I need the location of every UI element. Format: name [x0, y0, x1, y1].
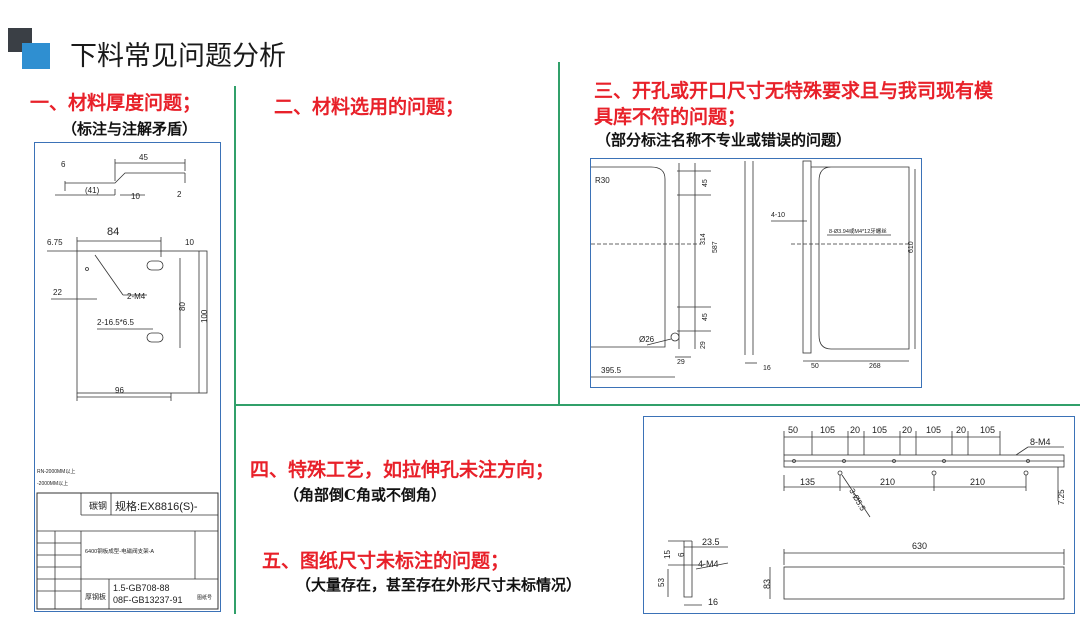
d1-tb-drawing-no: 规格:EX8816(S)-	[115, 499, 198, 513]
d1-dim-2: 2	[177, 190, 182, 199]
d1-dim-10b: 10	[185, 238, 194, 247]
d1-dim-80: 80	[178, 302, 187, 311]
drawing1-frame: 6 45 (41) 10 2 84 6.75 10 22 2-M4 80 100…	[34, 142, 221, 612]
d1-tb-part: 6400钢板成型-电磁阀支架-A	[85, 547, 154, 555]
d1-dim-84: 84	[107, 226, 119, 238]
d3-dim-45b: 45	[702, 313, 709, 321]
d1-dim-41: (41)	[85, 186, 100, 195]
d3-dim-29b: 29	[677, 359, 685, 366]
d1-dim-45: 45	[139, 153, 148, 162]
d3-dim-587: 587	[712, 241, 719, 253]
d3-dim-16: 16	[763, 365, 771, 372]
section4-note: （角部倒C角或不倒角）	[284, 486, 446, 504]
d4-dim-20a: 20	[850, 425, 860, 435]
d4-dim-105b: 105	[872, 425, 887, 435]
section5-note: （大量存在，甚至存在外形尺寸未标情况）	[296, 576, 582, 594]
d1-dim-slot: 2-16.5*6.5	[97, 318, 134, 327]
drawing4-frame: 50 105 20 105 20 105 20 105 8-M4 135 210…	[643, 416, 1075, 614]
d3-dim-395: 395.5	[601, 366, 622, 375]
d1-tb-stamp: 图纸号	[197, 594, 212, 601]
d1-tb-std2: 08F-GB13237-91	[113, 595, 183, 605]
d4-dim-16: 16	[708, 597, 718, 607]
d1-dim-6-75: 6.75	[47, 238, 63, 247]
d1-tb-std1: 1.5-GB708-88	[113, 583, 170, 593]
d3-dim-314: 314	[700, 233, 707, 245]
d4-dim-210b: 210	[970, 477, 985, 487]
section1-title: 一、材料厚度问题；	[30, 92, 202, 114]
d3-dim-screw: 8-Ø3.94或M4*12牙螺丝	[829, 227, 887, 235]
section3-title-line2: 具库不符的问题；	[594, 106, 747, 128]
d1-dim-96: 96	[115, 386, 124, 395]
section3-note: （部分标注名称不专业或错误的问题）	[596, 131, 852, 149]
d4-dim-23-5: 23.5	[702, 537, 720, 547]
section5-title: 五、图纸尺寸未标注的问题；	[262, 550, 510, 572]
d1-dim-100: 100	[200, 309, 209, 323]
d4-dim-725: 7.25	[1057, 489, 1066, 505]
d1-dim-6: 6	[61, 160, 66, 169]
d4-dim-8m4: 8-M4	[1030, 437, 1051, 447]
divider-col1	[234, 86, 236, 614]
d3-dim-phi26: Ø26	[639, 335, 655, 344]
d4-dim-105c: 105	[926, 425, 941, 435]
d3-dim-610: 610	[908, 241, 915, 253]
d4-dim-15: 15	[663, 550, 672, 559]
d3-dim-29a: 29	[700, 341, 707, 349]
d4-dim-4m4: 4-M4	[698, 559, 719, 569]
d4-dim-6: 6	[677, 552, 686, 557]
header-accent-blue	[22, 43, 50, 69]
d1-dim-2m4: 2-M4	[127, 292, 146, 301]
section3-title-line1: 三、开孔或开口尺寸无特殊要求且与我司现有模	[594, 80, 994, 102]
d4-dim-3-55: 3-Ø5.5	[847, 487, 867, 513]
divider-col2	[558, 62, 560, 405]
divider-row	[236, 404, 1080, 406]
d4-dim-135: 135	[800, 477, 815, 487]
d4-dim-630: 630	[912, 541, 927, 551]
d3-dim-4-10: 4-10	[771, 212, 785, 219]
d3-dim-r30: R30	[595, 176, 610, 185]
d3-dim-268: 268	[869, 363, 881, 370]
d4-dim-105a: 105	[820, 425, 835, 435]
d3-dim-50: 50	[811, 363, 819, 370]
d4-dim-210a: 210	[880, 477, 895, 487]
d1-note2: -2000MM以上	[37, 480, 68, 487]
d1-tb-label: 碳钢	[89, 500, 107, 511]
d4-dim-105d: 105	[980, 425, 995, 435]
section4-title: 四、特殊工艺，如拉伸孔未注方向；	[250, 459, 555, 481]
d4-dim-50: 50	[788, 425, 798, 435]
page-title: 下料常见问题分析	[70, 41, 286, 72]
d1-dim-22: 22	[53, 288, 62, 297]
d4-dim-83: 83	[762, 579, 772, 589]
drawing3-frame: R30 45 314 587 45 29 Ø26 29 395.5 16 4-1…	[590, 158, 922, 388]
d4-dim-53: 53	[657, 578, 666, 587]
section2-title: 二、材料选用的问题；	[274, 96, 465, 118]
section1-note: （标注与注解矛盾）	[62, 120, 198, 138]
d3-dim-45a: 45	[702, 179, 709, 187]
d1-note1: RN-2000MM以上	[37, 468, 75, 475]
d4-dim-20c: 20	[956, 425, 966, 435]
d1-tb-cell: 厚钢板	[85, 592, 106, 601]
d4-dim-20b: 20	[902, 425, 912, 435]
d1-dim-10a: 10	[131, 192, 140, 201]
